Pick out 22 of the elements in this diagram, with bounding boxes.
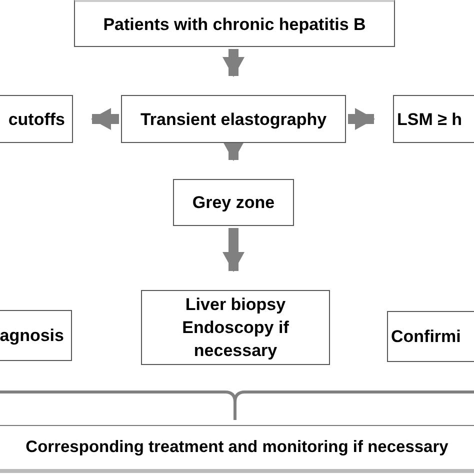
box-text: Transient elastography <box>140 108 327 130</box>
process-box <box>393 95 474 143</box>
process-box <box>0 310 72 361</box>
block-arrow <box>91 108 119 130</box>
process-box <box>0 95 73 143</box>
process-box <box>387 311 474 362</box>
process-box <box>121 95 346 143</box>
process-box <box>173 179 294 226</box>
process-box <box>0 425 474 473</box>
box-text: Grey zone <box>192 192 275 214</box>
block-arrow <box>222 49 244 77</box>
box-text: LSM ≥ h <box>397 108 462 130</box>
block-arrow <box>222 228 244 272</box>
box-text: Liver biopsy Endoscopy if necessary <box>181 294 290 362</box>
process-box <box>74 0 395 47</box>
block-arrow <box>348 108 375 130</box>
box-text: cutoffs <box>8 108 65 130</box>
box-text: agnosis <box>0 325 64 347</box>
process-box <box>141 290 330 365</box>
box-text: Confirmi <box>391 326 461 348</box>
box-text: Patients with chronic hepatitis B <box>103 14 366 36</box>
box-text: Corresponding treatment and monitoring if necessary <box>26 437 448 458</box>
